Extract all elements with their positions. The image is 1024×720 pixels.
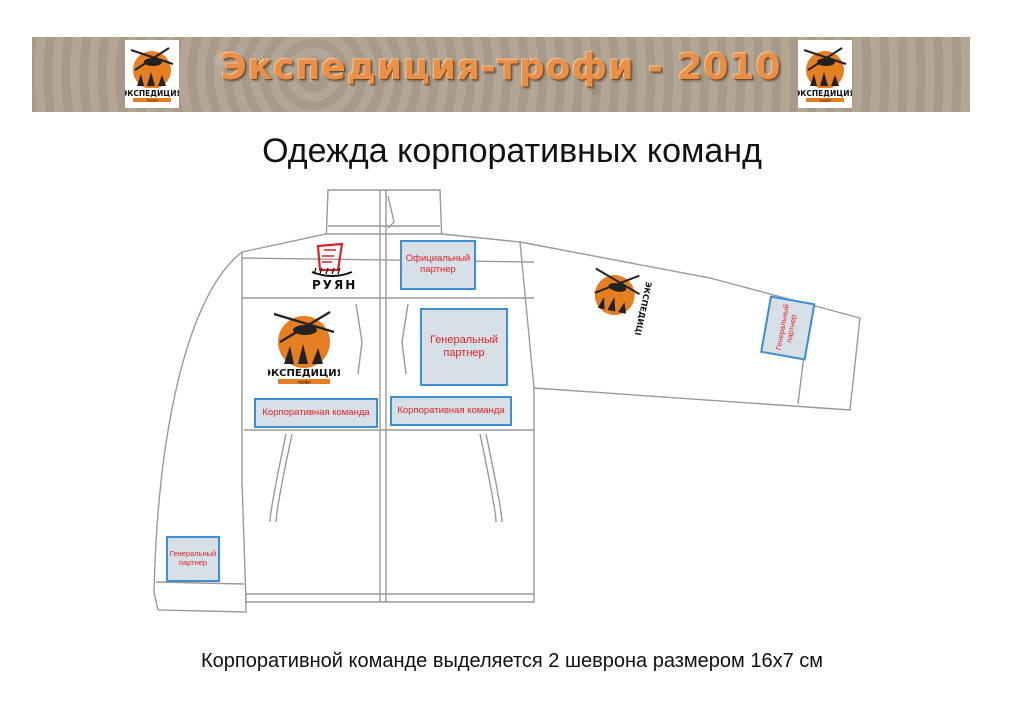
expedition-chest-logo: ЭКСПЕДИЦИЯ трофи — [264, 302, 344, 386]
jacket-drawing: РУЯН ЭКСПЕДИЦИЯ трофи ЭКСПЕДИЦИЯ Официал — [150, 182, 865, 614]
svg-text:ЭКСПЕДИЦИЯ: ЭКСПЕДИЦИЯ — [798, 89, 852, 98]
header-banner: ЭКСПЕДИЦИЯ трофи Экспедиция-трофи - 2010… — [32, 37, 970, 112]
caption: Корпоративной команде выделяется 2 шевро… — [200, 650, 824, 672]
expedition-sleeve-logo: ЭКСПЕДИЦИЯ — [580, 262, 657, 346]
official-partner-badge: Официальный партнер — [400, 240, 476, 290]
expedition-logo-left: ЭКСПЕДИЦИЯ трофи — [122, 40, 182, 108]
svg-text:трофи: трофи — [297, 379, 311, 384]
banner-title: Экспедиция-трофи - 2010 — [220, 47, 782, 88]
ruyan-logo: РУЯН — [308, 240, 356, 292]
logo-word: ЭКСПЕДИЦИЯ — [125, 89, 179, 98]
page-title: Одежда корпоративных команд — [262, 132, 762, 170]
svg-text:трофи: трофи — [146, 99, 158, 103]
general-partner-sleeve-badge: Генеральный партнер — [760, 295, 816, 361]
svg-text:ЭКСПЕДИЦИЯ: ЭКСПЕДИЦИЯ — [268, 368, 340, 379]
general-partner-chest-badge: Генеральный партнер — [420, 308, 508, 386]
expedition-logo-right: ЭКСПЕДИЦИЯ трофи — [795, 40, 855, 108]
general-partner-cuff-badge: Генеральный партнер — [166, 536, 220, 582]
svg-text:трофи: трофи — [819, 99, 831, 103]
sleeve-badge-wrap: Генеральный партнер — [760, 295, 826, 362]
corporate-team-badge-right: Корпоративная команда — [390, 396, 512, 426]
corporate-team-badge-left: Корпоративная команда — [254, 398, 378, 428]
